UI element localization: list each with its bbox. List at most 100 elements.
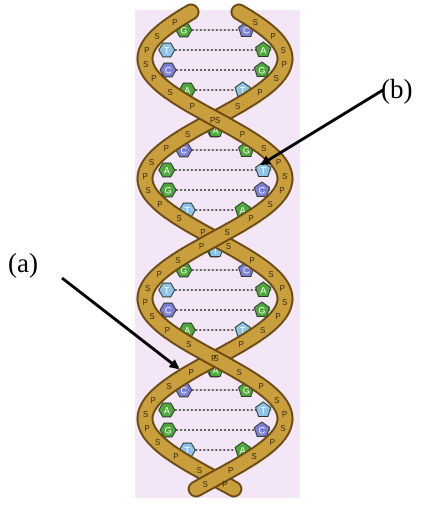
backbone-letter: S bbox=[166, 382, 171, 391]
backbone-letter: P bbox=[144, 46, 149, 55]
base-shape bbox=[253, 181, 271, 197]
base-shape bbox=[255, 161, 272, 177]
backbone-letter: S bbox=[251, 452, 256, 461]
backbone-letter: P bbox=[258, 382, 263, 391]
backbone-letter: S bbox=[186, 340, 191, 349]
base-letter: A bbox=[260, 286, 266, 296]
base-letter: A bbox=[240, 206, 246, 216]
base-letter: A bbox=[164, 406, 170, 416]
base-letter: C bbox=[181, 386, 188, 396]
base-letter: C bbox=[243, 26, 250, 36]
base-letter: G bbox=[165, 186, 172, 196]
backbone-letter: S bbox=[143, 60, 148, 69]
base-letter: C bbox=[259, 426, 266, 436]
base-shape bbox=[255, 281, 272, 297]
base-letter: G bbox=[165, 426, 172, 436]
backbone-letter: S bbox=[197, 466, 202, 475]
base-letter: T bbox=[164, 46, 170, 56]
backbone-letter: S bbox=[145, 186, 150, 195]
backbone-letter: S bbox=[236, 368, 241, 377]
base-shape bbox=[158, 402, 176, 418]
backbone-letter: P bbox=[144, 424, 149, 433]
backbone-letter: P bbox=[240, 130, 245, 139]
backbone-letter: S bbox=[149, 312, 154, 321]
base-letter: C bbox=[165, 306, 172, 316]
backbone-letter: S bbox=[145, 284, 150, 293]
base-letter: T bbox=[260, 406, 266, 416]
backbone-letter: P bbox=[282, 410, 287, 419]
backbone-letter: P bbox=[164, 144, 169, 153]
base-shape bbox=[159, 302, 177, 318]
backbone-letter: S bbox=[167, 88, 172, 97]
backbone-letter: S bbox=[155, 438, 160, 447]
backbone-letter: S bbox=[224, 228, 229, 237]
base-letter: A bbox=[184, 326, 190, 336]
base-shape bbox=[253, 421, 271, 437]
backbone-letter: P bbox=[188, 368, 193, 377]
base-letter: A bbox=[213, 366, 219, 376]
base-letter: T bbox=[240, 86, 246, 96]
backbone-letter: S bbox=[214, 354, 219, 363]
base-shape bbox=[158, 282, 176, 298]
base-letter: T bbox=[185, 206, 191, 216]
base-letter: T bbox=[185, 446, 191, 456]
base-letter: A bbox=[240, 446, 246, 456]
backbone-letter: P bbox=[143, 172, 148, 181]
backbone-letter: S bbox=[176, 214, 181, 223]
base-letter: C bbox=[259, 186, 266, 196]
base-letter: G bbox=[180, 266, 187, 276]
base-shape bbox=[255, 401, 272, 417]
backbone-letter: P bbox=[165, 326, 170, 335]
base-shape bbox=[159, 182, 177, 198]
base-letter: A bbox=[184, 86, 190, 96]
base-shape bbox=[158, 42, 176, 58]
backbone-letter: P bbox=[151, 74, 156, 83]
backbone-letter: P bbox=[280, 284, 285, 293]
strand-1 bbox=[138, 5, 292, 496]
backbone-letter: P bbox=[173, 452, 178, 461]
backbone-letter: P bbox=[228, 466, 233, 475]
base-letter: G bbox=[243, 146, 250, 156]
backbone-letter: P bbox=[199, 242, 204, 251]
backbone-letter: S bbox=[253, 18, 258, 27]
backbone-letter: S bbox=[268, 270, 273, 279]
backbone-letter: P bbox=[275, 312, 280, 321]
backbone-letter: P bbox=[200, 228, 205, 237]
backbone-letter: P bbox=[143, 298, 148, 307]
backbone-letters: SPSPSPSPSPSPSPSPSPSPSPSPSPSPSPSPSPPSPSPS… bbox=[143, 18, 288, 489]
label-b: (b) bbox=[381, 74, 413, 104]
backbone-letter: S bbox=[281, 46, 286, 55]
backbone-letter: S bbox=[143, 410, 148, 419]
backbone-letter: P bbox=[276, 158, 281, 167]
strand-2 bbox=[138, 5, 292, 496]
base-letter: G bbox=[258, 306, 265, 316]
sugar-phosphate-backbones bbox=[136, 3, 294, 498]
backbone-letter: S bbox=[175, 256, 180, 265]
backbone-letter: P bbox=[172, 18, 177, 27]
base-letter: C bbox=[243, 266, 250, 276]
backbone-letter: S bbox=[185, 130, 190, 139]
backbone-letter: S bbox=[282, 172, 287, 181]
backbone-letter: S bbox=[282, 298, 287, 307]
backbone-letter: P bbox=[279, 186, 284, 195]
backbone-letter: S bbox=[274, 74, 279, 83]
backbone-letter: S bbox=[226, 242, 231, 251]
backbone-letter: S bbox=[149, 158, 154, 167]
base-shape bbox=[159, 422, 177, 438]
base-letter: T bbox=[260, 166, 266, 176]
base-letter: T bbox=[164, 286, 170, 296]
base-letter: T bbox=[240, 326, 246, 336]
backbone-letter: S bbox=[280, 424, 285, 433]
base-shape bbox=[159, 62, 177, 78]
backbone-letter: S bbox=[274, 396, 279, 405]
backbone-letter: P bbox=[248, 214, 253, 223]
backbone-letter: P bbox=[282, 60, 287, 69]
backbone-letter: P bbox=[156, 270, 161, 279]
backbone-letter: P bbox=[270, 438, 275, 447]
base-shape bbox=[253, 301, 271, 317]
backbone-letter: S bbox=[235, 102, 240, 111]
pointer-arrows bbox=[61, 88, 384, 370]
base-letter: G bbox=[180, 26, 187, 36]
